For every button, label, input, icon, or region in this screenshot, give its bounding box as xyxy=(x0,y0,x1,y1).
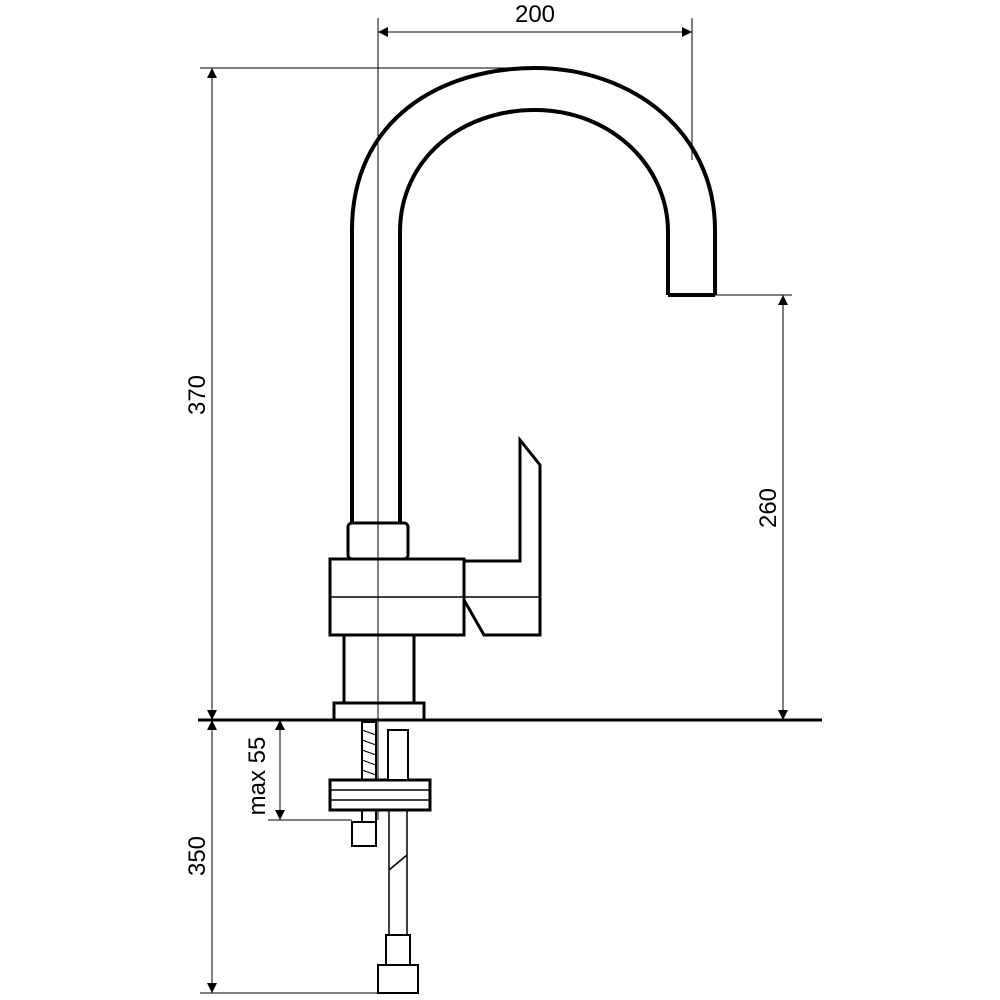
label-spout-height: 260 xyxy=(755,488,782,528)
lower-body xyxy=(342,633,416,705)
dimension-max-countertop: max 55 xyxy=(244,720,352,821)
label-total-height: 370 xyxy=(184,375,211,415)
clamp-plate xyxy=(328,778,432,812)
spout-outer-curve xyxy=(350,65,717,525)
spout-inner-curve xyxy=(398,107,670,525)
hose-bottom-fitting xyxy=(385,934,411,966)
lever-handle xyxy=(462,435,542,637)
label-below-counter: 350 xyxy=(184,836,211,876)
supply-hose xyxy=(388,810,408,935)
mounting-nut xyxy=(351,821,377,847)
label-spout-reach: 200 xyxy=(515,1,555,28)
label-max-countertop: max 55 xyxy=(244,737,271,816)
dimension-below-counter: 350 xyxy=(184,720,378,994)
hose-connector-nut xyxy=(377,964,419,994)
hose-top-fitting xyxy=(387,729,409,781)
faucet-outline xyxy=(328,18,717,820)
stud-threads xyxy=(361,729,377,786)
dimension-total-height: 370 xyxy=(184,67,520,720)
base-plate xyxy=(332,701,426,722)
dimension-spout-reach: 200 xyxy=(378,1,693,160)
dimension-spout-height: 260 xyxy=(715,294,792,720)
mounting-hardware xyxy=(328,721,432,994)
